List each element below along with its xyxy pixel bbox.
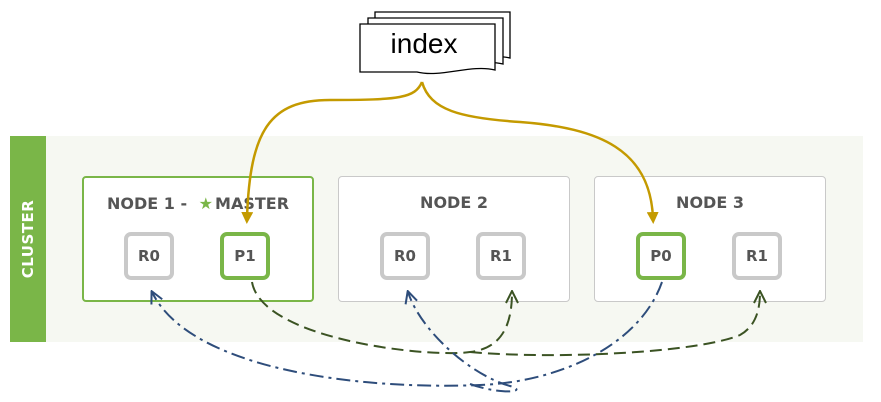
node-1-shard-p1: P1 <box>220 232 270 280</box>
p1-replication-arrows <box>251 281 760 357</box>
node-1-shard-r0: R0 <box>124 232 174 280</box>
node-2: NODE 2 <box>338 176 570 302</box>
node-1-title: NODE 1 - ★MASTER <box>106 194 290 213</box>
node-1: NODE 1 - ★MASTER <box>82 176 314 302</box>
node-3-title: NODE 3 <box>676 193 744 212</box>
arrow-p0-to-node2-r0 <box>408 292 518 393</box>
index-routing-arrows <box>241 81 659 224</box>
index-document-icon <box>359 11 511 75</box>
arrow-p1-to-node3-r1 <box>469 292 760 357</box>
cluster-tab <box>10 136 46 342</box>
p0-replication-arrows <box>152 281 663 393</box>
arrow-p1-to-node2-r1 <box>251 281 512 355</box>
arrow-index-to-p1 <box>241 81 424 224</box>
node-3: NODE 3 <box>594 176 826 302</box>
node-2-title: NODE 2 <box>420 193 488 212</box>
arrow-index-to-p0 <box>420 81 659 224</box>
node-2-shard-r1: R1 <box>476 232 526 280</box>
node-2-shard-r0: R0 <box>380 232 430 280</box>
arrow-p0-to-node1-r0 <box>152 281 663 387</box>
node-3-shard-p0: P0 <box>636 232 686 280</box>
index-label: index <box>390 28 458 59</box>
node-3-shard-r1: R1 <box>732 232 782 280</box>
master-star-icon: ★ <box>198 194 214 213</box>
